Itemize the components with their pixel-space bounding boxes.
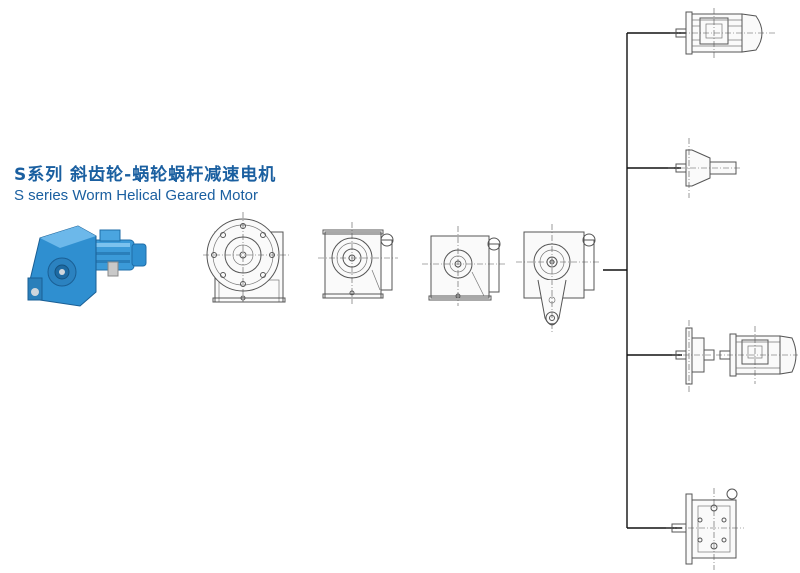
product-photo bbox=[27, 225, 147, 307]
connector-tree bbox=[603, 32, 686, 529]
title-english: S series Worm Helical Geared Motor bbox=[14, 187, 258, 204]
flange-adapter-with-motor bbox=[672, 320, 798, 392]
title-chinese: S系列 斜齿轮-蜗轮蜗杆减速电机 bbox=[14, 165, 277, 185]
shaft-mounted-housing bbox=[422, 226, 506, 306]
foot-mounted-housing bbox=[203, 212, 290, 303]
motor-input bbox=[670, 8, 776, 58]
shaft-input-cover bbox=[666, 488, 744, 570]
adapter-input bbox=[668, 138, 742, 198]
flange-housing bbox=[318, 222, 398, 304]
torque-arm-housing bbox=[516, 224, 600, 332]
